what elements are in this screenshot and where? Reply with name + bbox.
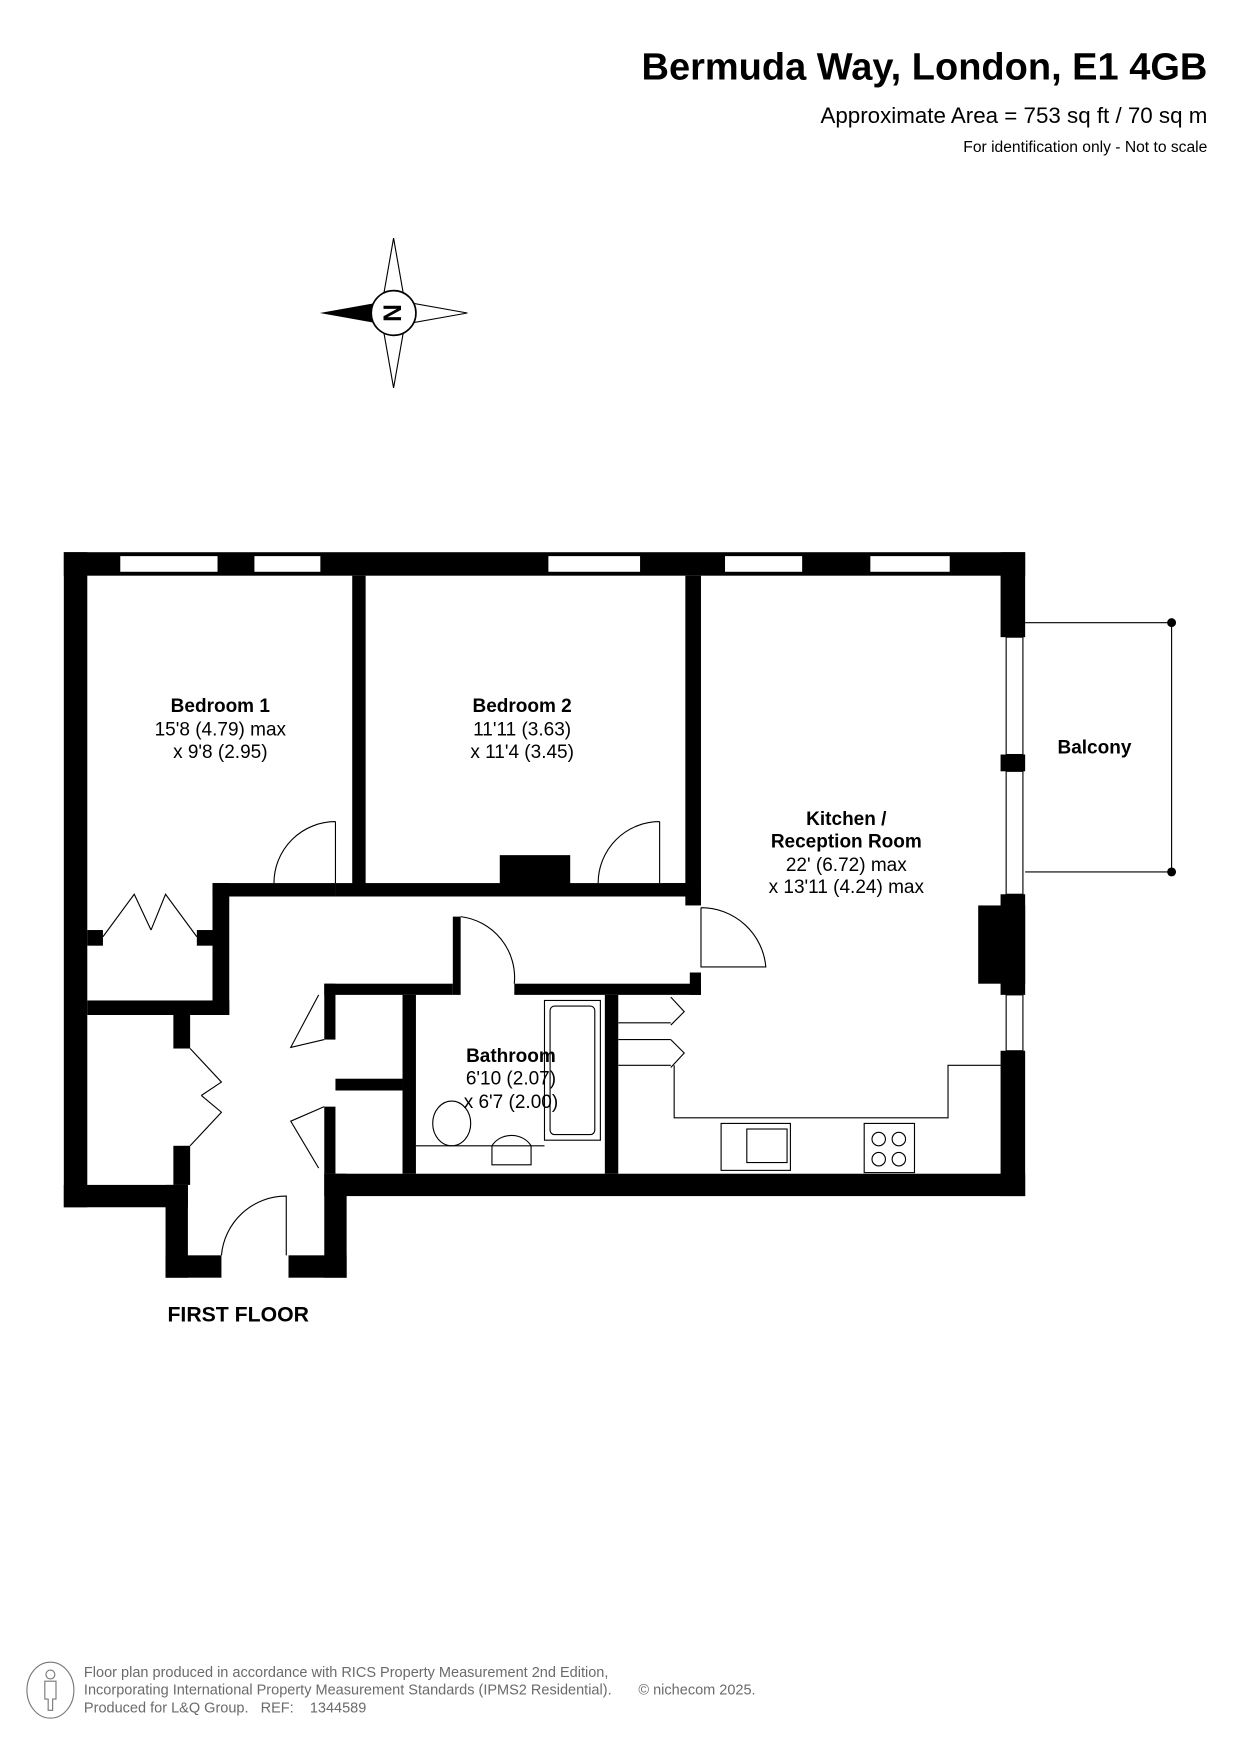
room-bedroom-2: Bedroom 2 11'11 (3.63) x 11'4 (3.45) xyxy=(470,696,574,763)
footer-copyright: © nichecom 2025. xyxy=(638,1683,755,1699)
footer-line-3: Produced for L&Q Group. REF: 1344589 xyxy=(84,1701,366,1717)
room-dimension: x 11'4 (3.45) xyxy=(470,742,574,763)
scale-note: For identification only - Not to scale xyxy=(963,139,1207,156)
room-name: Reception Room xyxy=(771,831,922,852)
room-name: Bedroom 2 xyxy=(473,696,572,717)
fixtures xyxy=(415,999,1001,1174)
footer-line-2: Incorporating International Property Mea… xyxy=(84,1683,612,1699)
room-name: Bathroom xyxy=(466,1046,556,1067)
windows xyxy=(119,555,1024,1052)
compass-north-label: N xyxy=(380,304,407,322)
balcony xyxy=(1025,618,1177,877)
room-dimension: 6'10 (2.07) xyxy=(466,1068,556,1089)
person-icon xyxy=(26,1661,75,1719)
page-title: Bermuda Way, London, E1 4GB xyxy=(642,46,1208,88)
room-dimension: x 13'11 (4.24) max xyxy=(769,877,925,898)
room-dimension: x 9'8 (2.95) xyxy=(173,742,267,763)
room-bedroom-1: Bedroom 1 15'8 (4.79) max x 9'8 (2.95) xyxy=(155,696,287,763)
room-dimension: 22' (6.72) max xyxy=(786,855,907,876)
room-dimension: 11'11 (3.63) xyxy=(473,720,571,741)
room-bathroom: Bathroom 6'10 (2.07) x 6'7 (2.00) xyxy=(464,1046,558,1113)
compass-icon: N xyxy=(319,238,468,388)
room-dimension: x 6'7 (2.00) xyxy=(464,1092,558,1113)
room-balcony: Balcony xyxy=(1058,737,1132,758)
room-dimension: 15'8 (4.79) max xyxy=(155,720,287,741)
footer-line-1: Floor plan produced in accordance with R… xyxy=(84,1665,608,1681)
floor-label: FIRST FLOOR xyxy=(167,1303,308,1326)
room-name: Bedroom 1 xyxy=(171,696,271,717)
room-name: Kitchen / xyxy=(806,809,887,830)
approximate-area: Approximate Area = 753 sq ft / 70 sq m xyxy=(820,103,1207,128)
walls xyxy=(63,552,1026,1278)
footer: Floor plan produced in accordance with R… xyxy=(26,1661,756,1719)
room-kitchen-reception: Kitchen / Reception Room 22' (6.72) max … xyxy=(769,809,925,898)
doors xyxy=(102,821,767,1256)
